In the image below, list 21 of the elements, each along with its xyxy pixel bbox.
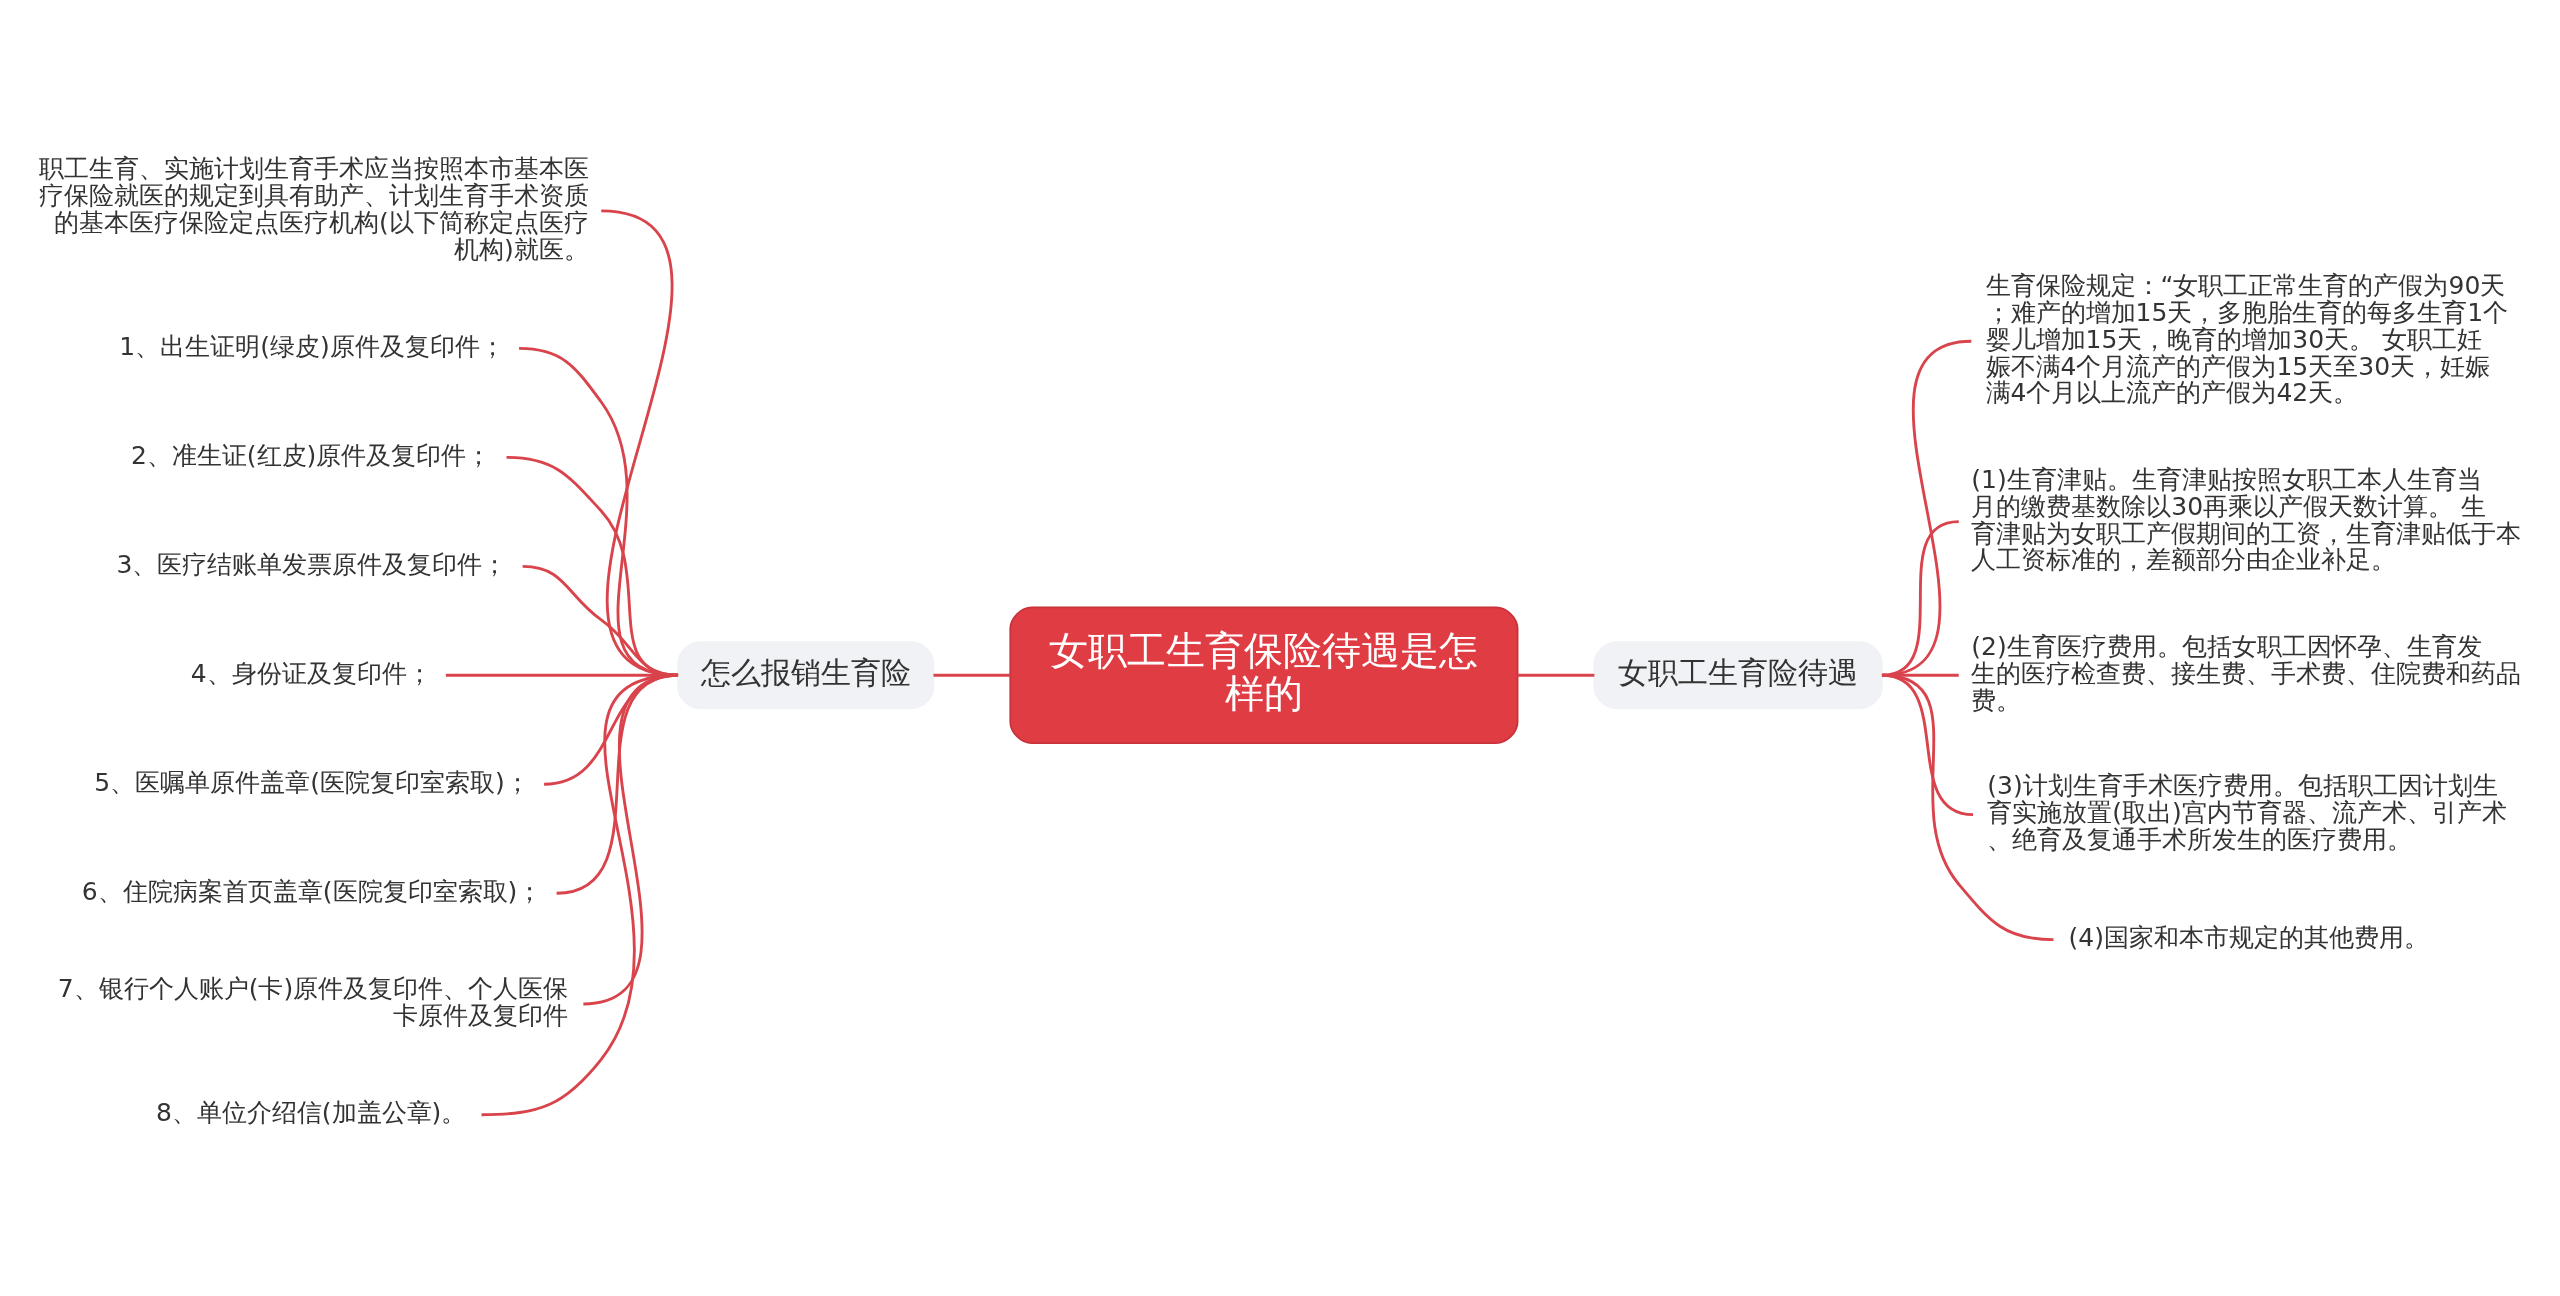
- connector: [481, 673, 679, 1116]
- node-text: (1)生育津贴。生育津贴按照女职工本人生育当月的缴费基数除以30再乘以产假天数计算。 生育津贴为女职工产假期间的工资，生育津贴低于本人工资标准的，差额部分由企业补足。: [1971, 464, 2522, 574]
- node-text: 6、住院病案首页盖章(医院复印室索取)；: [81, 876, 543, 906]
- node-box: 女职工生育保险待遇是怎样的: [1009, 606, 1519, 744]
- node-box: 怎么报销生育险: [677, 640, 935, 709]
- node-text: (2)生育医疗费用。包括女职工因怀孕、生育发生的医疗检查费、接生费、手术费、住院费和药品费。: [1971, 631, 2522, 715]
- node-text: (4)国家和本市规定的其他费用。: [2068, 922, 2430, 952]
- node-text: (3)计划生育手术医疗费用。包括职工因计划生育实施放置(取出)宫内节育器、流产术、引产术、绝育及复通手术所发生的医疗费用。: [1987, 770, 2507, 854]
- connector: [1517, 673, 1595, 677]
- node-text: 生育保险规定：“女职工正常生育的产假为90天；难产的增加15天，多胞胎生育的每多生育1个婴儿增加15天，晚育的增加30天。 女职工妊娠不满4个月流产的产假为15天至30天，妊娠满4个月以上流产的产假为42天。: [1985, 270, 2509, 407]
- node-text: 3、医疗结账单发票原件及复印件；: [116, 549, 508, 579]
- node-text: 4、身份证及复印件；: [190, 658, 432, 688]
- node-text: 1、出生证明(绿皮)原件及复印件；: [119, 331, 505, 361]
- node-text: 职工生育、实施计划生育手术应当按照本市基本医疗保险就医的规定到具有助产、计划生育手术资质的基本医疗保险定点医疗机构(以下简称定点医疗机构)就医。: [38, 153, 589, 264]
- node-box: 女职工生育险待遇: [1593, 640, 1883, 709]
- node-text: 5、医嘱单原件盖章(医院复印室索取)；: [94, 767, 530, 797]
- node-text: 7、银行个人账户(卡)原件及复印件、个人医保卡原件及复印件: [57, 973, 569, 1030]
- connector: [1881, 673, 2054, 941]
- node-text: 8、单位介绍信(加盖公章)。: [155, 1097, 467, 1127]
- node-text: 2、准生证(红皮)原件及复印件；: [130, 440, 492, 470]
- connector: [933, 673, 1011, 677]
